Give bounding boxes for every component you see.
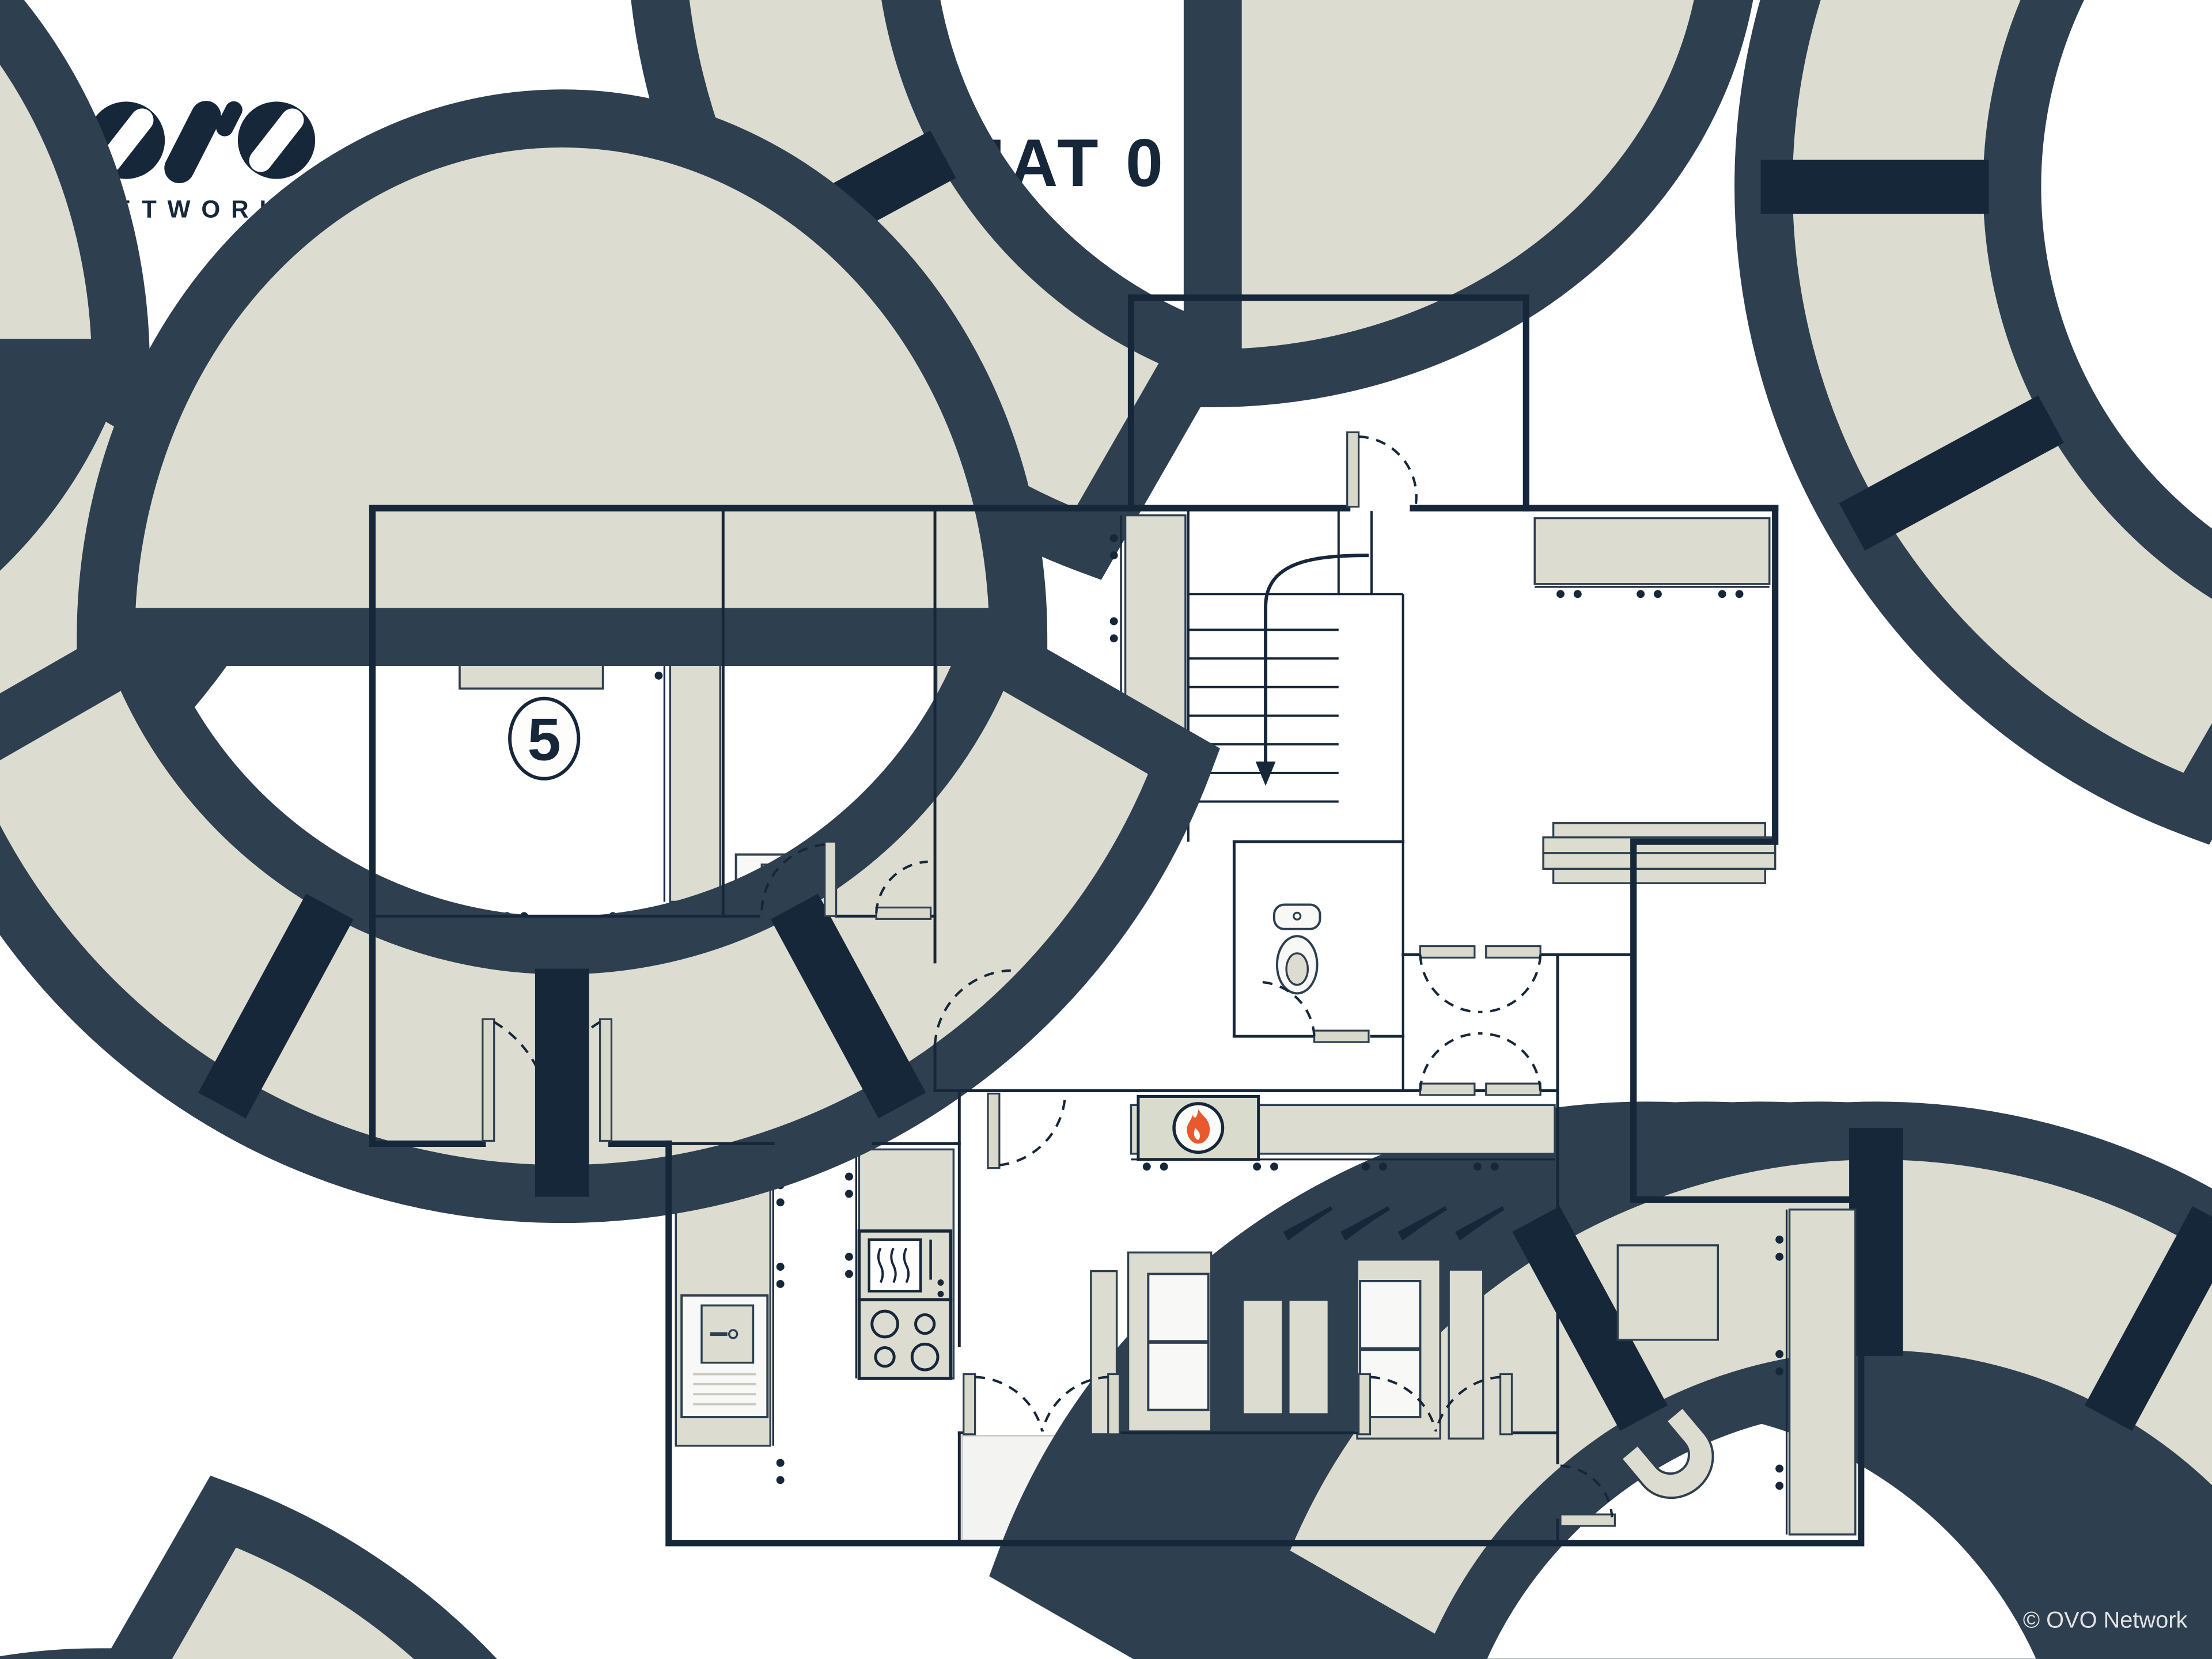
- fireplace: [1137, 1094, 1260, 1161]
- door-leaf: [1313, 1029, 1370, 1043]
- dining-chair: [0, 1510, 660, 1659]
- coffee-table: [1287, 1298, 1330, 1415]
- door-leaf: [1357, 1373, 1372, 1435]
- stairs-down-arrow: [1264, 554, 1369, 764]
- door-swing: [1358, 435, 1418, 504]
- wc: [1232, 840, 1405, 1043]
- door-leaf: [482, 1018, 495, 1142]
- door-leaf: [1485, 945, 1541, 959]
- door-leaf: [1419, 1082, 1476, 1096]
- stairs: [1187, 511, 1404, 1091]
- door-leaf: [1559, 1513, 1616, 1527]
- door-swing: [1480, 1032, 1542, 1091]
- side-table: [1448, 1268, 1484, 1440]
- door-swing: [1419, 955, 1480, 1013]
- armchair: [1619, 1406, 1714, 1499]
- ovo-logo-icon: [87, 101, 316, 184]
- door-leaf: [1107, 1373, 1121, 1435]
- door-leaf: [987, 1092, 1001, 1169]
- ski-room: [1533, 517, 1777, 884]
- door-leaf: [599, 1018, 613, 1142]
- bookshelf: [1788, 1209, 1857, 1536]
- sofa: [1356, 1258, 1441, 1440]
- kitchen: [675, 1148, 955, 1484]
- door-leaf: [1346, 431, 1360, 508]
- door-swing: [1560, 1464, 1613, 1518]
- room-badge: 5: [508, 696, 581, 781]
- door-leaf: [875, 906, 932, 920]
- door-leaf: [963, 1373, 976, 1435]
- flame-icon: [1187, 1109, 1210, 1144]
- wall-cupboard: [1533, 517, 1771, 585]
- slatted-bench: [1542, 822, 1777, 884]
- square-table: [1616, 1244, 1719, 1341]
- door-swing: [999, 1093, 1067, 1166]
- door-swing: [544, 1021, 601, 1140]
- living-room: [1090, 1094, 1556, 1440]
- door-swing: [1370, 1376, 1437, 1432]
- door-swing: [1260, 980, 1316, 1037]
- door-swing: [933, 969, 1011, 1046]
- hob: [857, 1298, 953, 1380]
- chair: [1759, 0, 2212, 810]
- toilet: [1272, 903, 1321, 995]
- door-swing: [1419, 1032, 1480, 1091]
- door-swing: [875, 860, 928, 914]
- copyright: © OVO Network: [2023, 1607, 2188, 1633]
- door-swing: [1434, 1376, 1501, 1432]
- door-leaf: [1499, 1373, 1513, 1435]
- outer-walls: [369, 294, 1865, 1547]
- door-leaf: [1419, 945, 1476, 959]
- door-swing: [975, 1376, 1044, 1432]
- door-swing: [493, 1021, 551, 1140]
- oven: [857, 1229, 953, 1302]
- room-badge-number: 5: [528, 706, 561, 773]
- door-leaf: [824, 840, 838, 917]
- coffee-table: [1241, 1298, 1284, 1415]
- kitchen-sink: [680, 1294, 769, 1419]
- door-swing: [1480, 955, 1542, 1013]
- door-leaf: [1485, 1082, 1541, 1096]
- door-swing: [1041, 1376, 1108, 1432]
- doors: [482, 431, 1616, 1527]
- sofa: [1127, 1251, 1213, 1433]
